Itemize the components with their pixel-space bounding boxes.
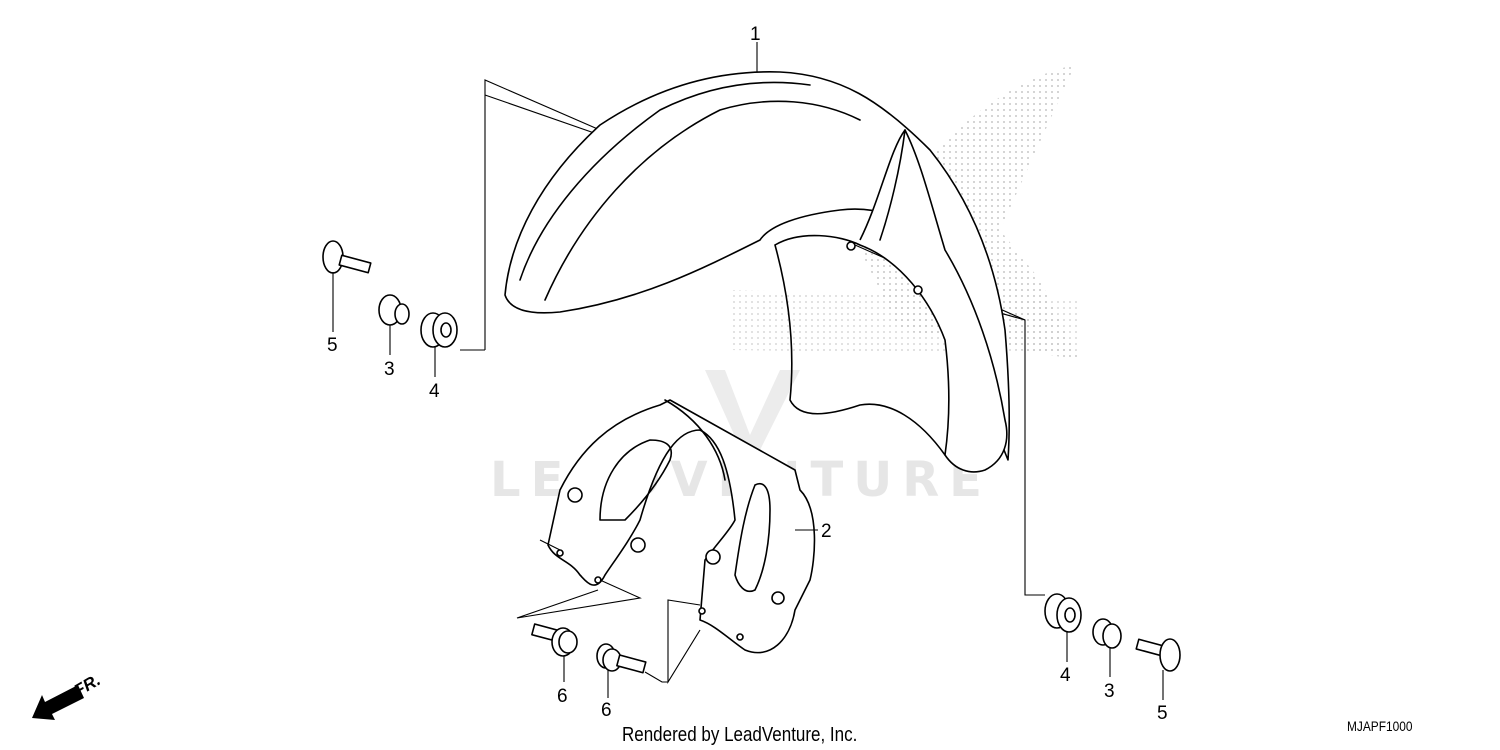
watermark-v-logo	[705, 370, 800, 470]
callout-6[interactable]: 6	[601, 700, 612, 721]
callout-5[interactable]: 5	[327, 335, 338, 356]
bolt-part-6-left[interactable]	[531, 623, 578, 657]
footer-credit: Rendered by LeadVenture, Inc.	[622, 724, 858, 746]
front-fender-part-1[interactable]	[504, 71, 1011, 473]
callout-4[interactable]: 4	[1060, 665, 1071, 686]
callout-3[interactable]: 3	[1104, 681, 1115, 702]
callout-2[interactable]: 2	[821, 521, 832, 542]
front-direction-arrow-icon	[32, 685, 84, 720]
callout-3[interactable]: 3	[384, 359, 395, 380]
callout-1[interactable]: 1	[750, 24, 761, 45]
bolt-part-6-right[interactable]	[596, 643, 647, 674]
grommet-part-4-left[interactable]	[420, 312, 458, 348]
collar-part-3-left[interactable]	[378, 294, 410, 326]
bolt-part-5-right[interactable]	[1135, 638, 1181, 672]
collar-part-3-right[interactable]	[1092, 618, 1122, 649]
grommet-part-4-right[interactable]	[1044, 593, 1082, 633]
callout-6[interactable]: 6	[557, 686, 568, 707]
callout-4[interactable]: 4	[429, 381, 440, 402]
bolt-part-5-left[interactable]	[322, 240, 372, 274]
fender-stay-part-2[interactable]	[547, 399, 816, 654]
callout-5[interactable]: 5	[1157, 703, 1168, 724]
diagram-code: MJAPF1000	[1347, 718, 1413, 734]
brand-text-logo	[730, 290, 1080, 355]
